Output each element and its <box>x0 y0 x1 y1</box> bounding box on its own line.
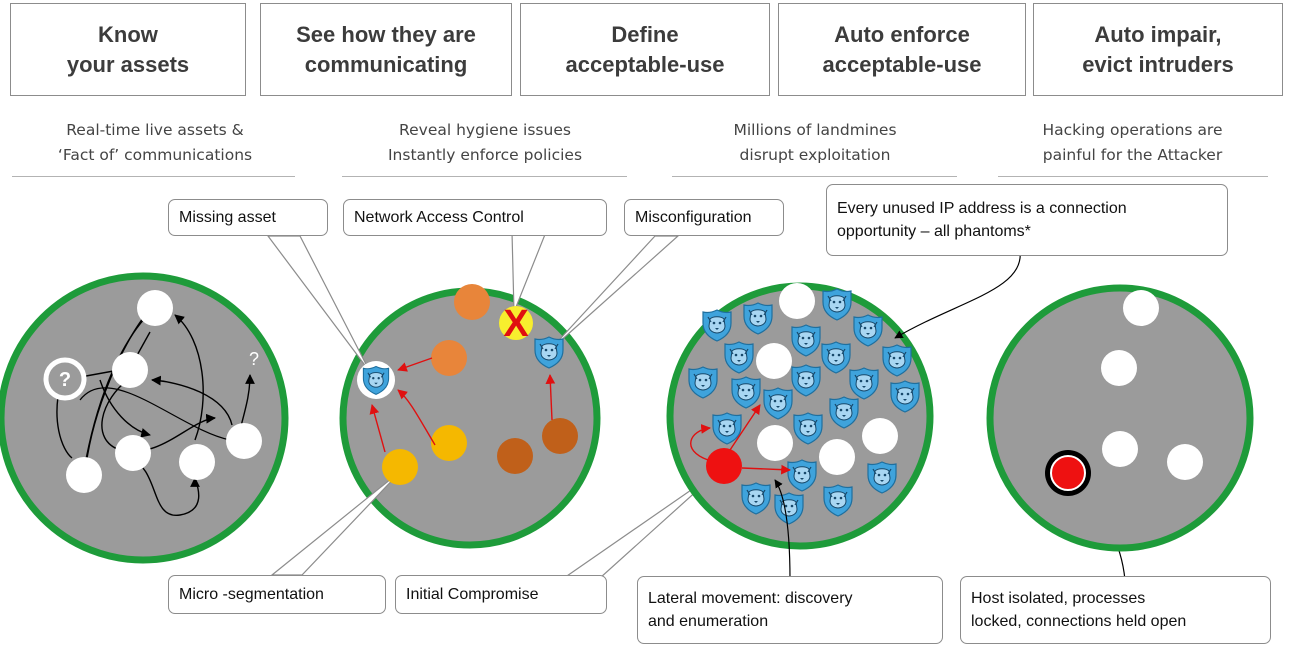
orange-node <box>454 284 490 320</box>
header-label: Auto impair, evict intruders <box>1082 21 1234 77</box>
callout-unused-ip: Every unused IP address is a connection … <box>826 184 1228 256</box>
yellow-node <box>431 425 467 461</box>
callout-text: Host isolated, processes locked, connect… <box>971 590 1187 630</box>
nac-blocked-node <box>499 306 533 340</box>
asset-node <box>115 435 151 471</box>
subtitle-hygiene: Reveal hygiene issues Instantly enforce … <box>387 121 583 164</box>
callout-text: Micro -segmentation <box>179 586 324 603</box>
callout-text: Network Access Control <box>354 209 524 226</box>
header-label: Define acceptable-use <box>565 21 725 77</box>
subtitle-attacker-pain: Hacking operations are painful for the A… <box>1042 121 1223 164</box>
compromised-node <box>706 448 742 484</box>
asset-node <box>1102 431 1138 467</box>
callout-misconfiguration: Misconfiguration <box>624 199 784 236</box>
network-disk-1 <box>0 272 289 564</box>
header-define-use: Define acceptable-use <box>520 3 770 96</box>
callout-text: Missing asset <box>179 209 276 226</box>
asset-node <box>779 283 815 319</box>
attack-path-red <box>369 357 556 453</box>
header-know-assets: Know your assets <box>10 3 246 96</box>
lateral-arrows-red <box>690 404 791 475</box>
orange-node <box>431 340 467 376</box>
callout-pointers <box>266 231 721 579</box>
subtitle-live-assets: Real-time live assets & ‘Fact of’ commun… <box>57 121 253 164</box>
header-label: See how they are communicating <box>296 21 476 77</box>
callout-text: Lateral movement: discovery and enumerat… <box>648 590 853 630</box>
callout-missing-asset: Missing asset <box>168 199 328 236</box>
blocked-x-icon: X <box>503 303 529 345</box>
asset-node <box>756 343 792 379</box>
divider <box>342 176 627 177</box>
asset-node <box>226 423 262 459</box>
unknown-endpoint-icon: ? <box>249 349 259 369</box>
callout-nac: Network Access Control <box>343 199 607 236</box>
header-label: Auto enforce acceptable-use <box>822 21 982 77</box>
header-communicating: See how they are communicating <box>260 3 512 96</box>
asset-nodes <box>43 290 262 493</box>
callout-micro-segmentation: Micro -segmentation <box>168 575 386 614</box>
asset-node <box>112 352 148 388</box>
asset-node <box>862 418 898 454</box>
callout-host-isolated: Host isolated, processes locked, connect… <box>960 576 1271 644</box>
brown-node <box>542 418 578 454</box>
isolated-host <box>1050 455 1086 491</box>
brown-node <box>497 438 533 474</box>
asset-node <box>137 290 173 326</box>
callout-text: Every unused IP address is a connection … <box>837 200 1127 240</box>
callout-text: Initial Compromise <box>406 586 539 603</box>
unknown-asset-icon: ? <box>59 369 71 391</box>
asset-node <box>819 439 855 475</box>
header-enforce-use: Auto enforce acceptable-use <box>778 3 1026 96</box>
header-label: Know your assets <box>66 21 190 77</box>
callout-text: Misconfiguration <box>635 209 752 226</box>
asset-node <box>179 444 215 480</box>
asset-node <box>1123 290 1159 326</box>
subtitle-landmines: Millions of landmines disrupt exploitati… <box>733 121 897 164</box>
network-disk-2 <box>339 287 601 549</box>
network-disk-4 <box>986 284 1254 552</box>
callout-lateral-movement: Lateral movement: discovery and enumerat… <box>637 576 943 644</box>
callout-initial-compromise: Initial Compromise <box>395 575 607 614</box>
divider <box>998 176 1268 177</box>
asset-node <box>66 457 102 493</box>
asset-node <box>1167 444 1203 480</box>
divider <box>672 176 957 177</box>
divider <box>12 176 295 177</box>
unknown-asset-node <box>43 357 87 401</box>
asset-node <box>757 425 793 461</box>
header-evict-intruders: Auto impair, evict intruders <box>1033 3 1283 96</box>
yellow-node <box>382 449 418 485</box>
asset-node <box>1101 350 1137 386</box>
